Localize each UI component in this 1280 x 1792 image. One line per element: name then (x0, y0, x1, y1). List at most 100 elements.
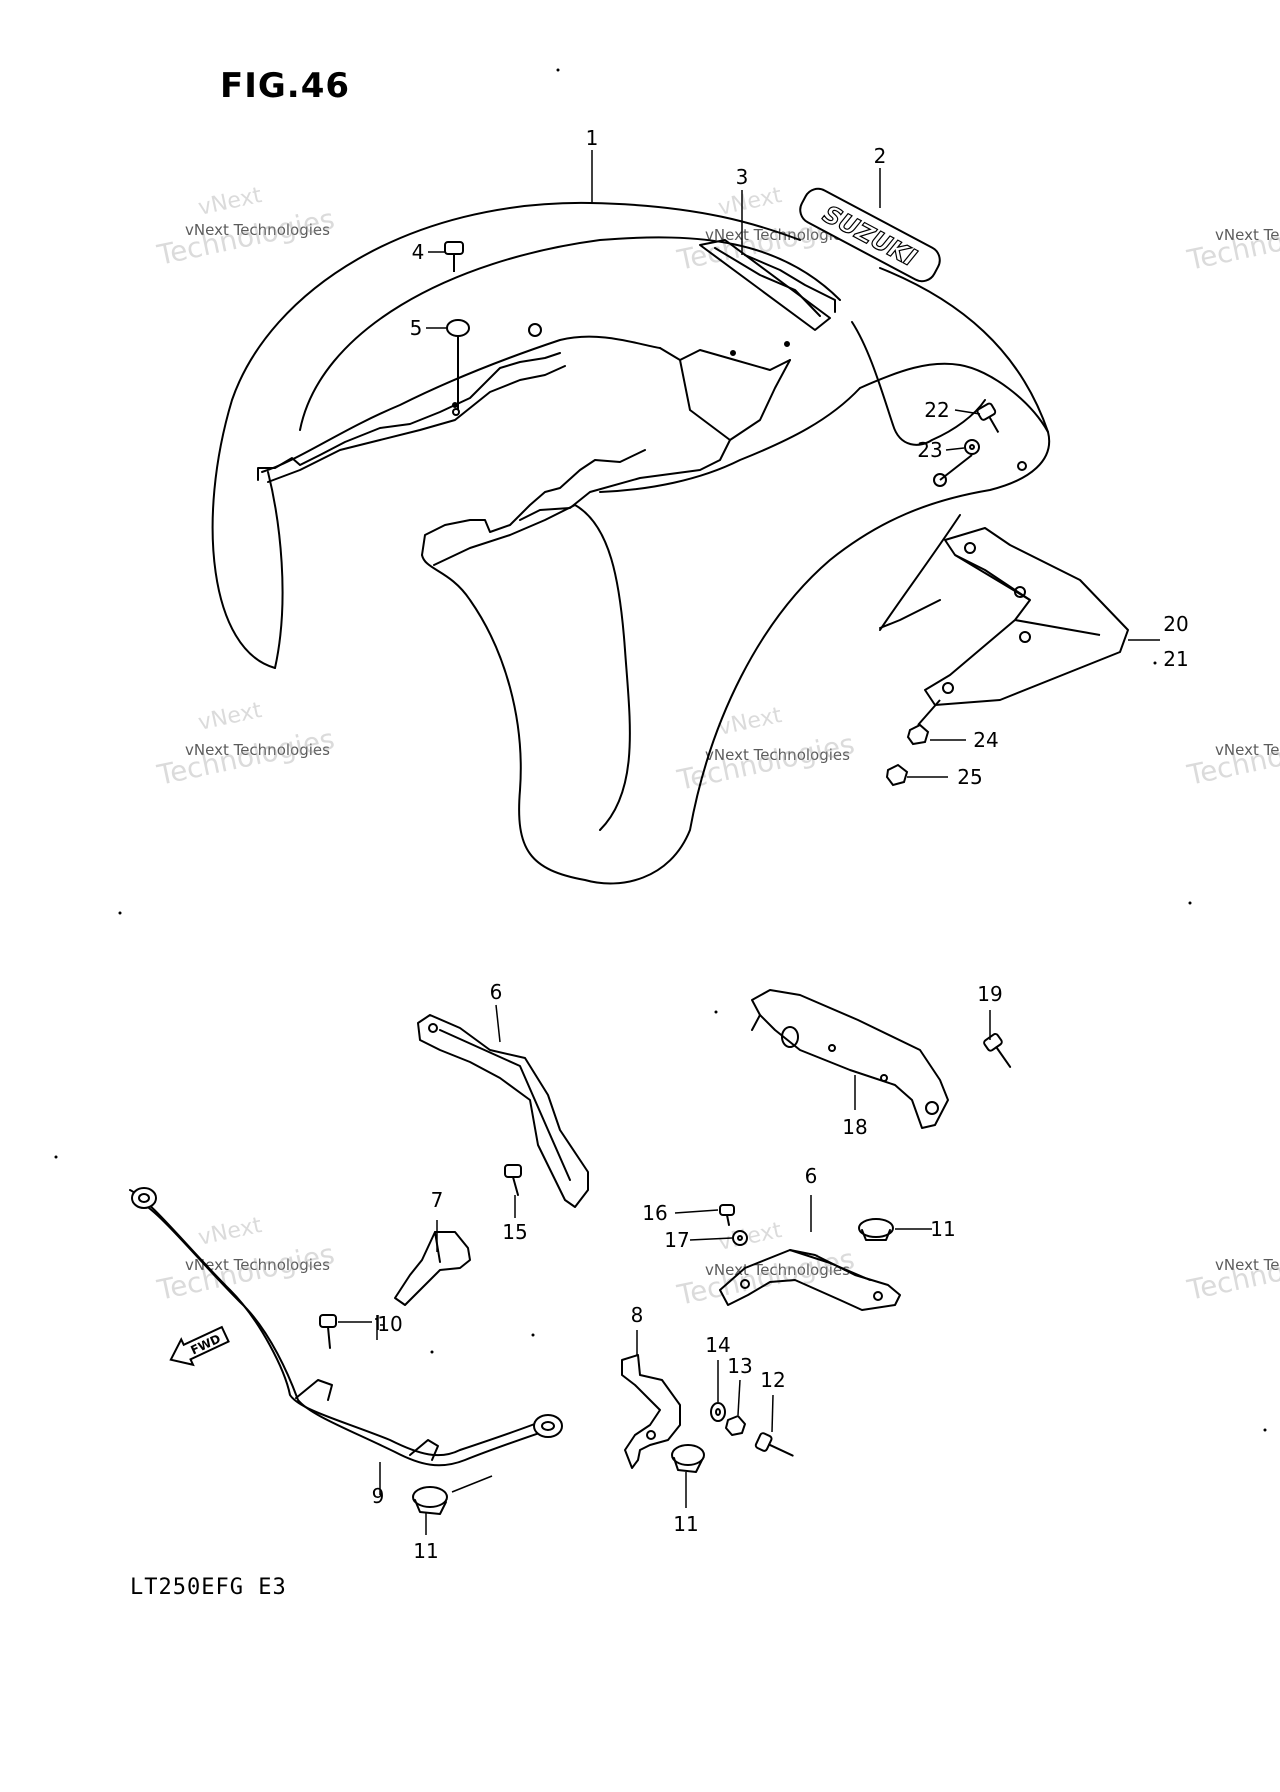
fender-center-line (574, 504, 631, 831)
callout-13: 13 (727, 1354, 752, 1378)
fender-shadow (879, 599, 941, 629)
callout-19: 19 (977, 982, 1002, 1006)
fender-left-skirt (267, 471, 284, 669)
callout-6: 6 (805, 1164, 818, 1188)
leader-line (771, 1394, 774, 1433)
leader-lines (338, 150, 1160, 1535)
carrier-part-18 (751, 989, 949, 1129)
lower-parts (129, 989, 1012, 1515)
callout-4: 4 (412, 240, 425, 264)
carrier-hole (828, 1044, 836, 1052)
watermark: vNext vNext Technologies Technologies (674, 1218, 858, 1312)
fender-outer-edge (421, 267, 1051, 885)
rear-fender (211, 201, 1051, 885)
bolt-part-12 (754, 1432, 794, 1457)
screw-part-4 (444, 241, 464, 272)
fender-left-lip (267, 365, 566, 483)
fender-right-lip (421, 449, 646, 556)
watermark-text: vNext (196, 1213, 264, 1251)
nut-part-24 (906, 699, 941, 746)
rod-part-9 (139, 1201, 549, 1467)
guard-hole (964, 542, 976, 554)
callout-21: 21 (1163, 647, 1188, 671)
rod-eyelet (533, 1414, 563, 1438)
guard-hole (1019, 631, 1031, 643)
callout-16: 16 (642, 1201, 667, 1225)
fender-inner-edge (851, 321, 986, 446)
watermark-text: vNext Technologies (1215, 226, 1280, 244)
callout-15: 15 (502, 1220, 527, 1244)
fender-inner-edge (299, 236, 841, 431)
watermark-text: Technologies (674, 727, 858, 797)
watermark: vNext vNext Technologies Technologies (154, 183, 338, 272)
callout-17: 17 (664, 1228, 689, 1252)
rod-eyelet (138, 1193, 150, 1203)
bracket-part-6-upper (417, 1014, 589, 1208)
callout-7: 7 (431, 1188, 444, 1212)
guard-hole (1014, 586, 1026, 598)
bolt-part-16 (719, 1204, 735, 1226)
callout-6: 6 (490, 980, 503, 1004)
carrier-hole (781, 1026, 799, 1048)
rod-part-9 (129, 1189, 546, 1457)
bracket-hole (740, 1279, 750, 1289)
bracket-hole (873, 1291, 883, 1301)
scan-specks (54, 68, 1267, 1432)
badge-recess-line (744, 254, 836, 313)
fender-center-well (519, 439, 731, 521)
bracket-hole (646, 1430, 656, 1440)
bracket-part-6-slot (439, 1029, 571, 1181)
leader-line (737, 1379, 741, 1416)
watermark-text: vNext Technologies (705, 1261, 850, 1279)
figure-title: FIG.46 (220, 66, 351, 106)
bracket-hole (428, 1023, 438, 1033)
callouts: 1 2 3 4 5 22 23 20 21 24 25 6 19 18 7 15… (372, 126, 1189, 1563)
rod-tab (409, 1439, 439, 1461)
fender-hole (452, 402, 458, 408)
rod-eyelet (131, 1187, 157, 1209)
fender-shadow (879, 514, 961, 631)
fwd-arrow: FWD (169, 1325, 230, 1367)
rod-eyelet (541, 1421, 555, 1431)
watermark-text: vNext (196, 183, 264, 221)
watermark-text: Technologies (1184, 207, 1280, 277)
carrier-part-18-leg (751, 1014, 761, 1031)
fender-hole (528, 323, 542, 337)
watermark: vNext Technologies Technologies (1184, 722, 1280, 792)
fender-hole (933, 473, 947, 487)
side-panel-guard (924, 527, 1129, 706)
watermark: vNext vNext Technologies Technologies (154, 698, 338, 792)
watermark-text: vNext Technologies (1215, 741, 1280, 759)
plug-part-11 (858, 1218, 894, 1241)
badge-outline (799, 187, 941, 283)
bracket-part-8 (621, 1354, 681, 1469)
callout-2: 2 (874, 144, 887, 168)
watermark-text: Technologies (1184, 722, 1280, 792)
washer-part-14 (710, 1402, 726, 1422)
watermark-text: vNext Technologies (185, 741, 330, 759)
fender-center-well (679, 349, 791, 371)
washer-part-23 (939, 439, 980, 481)
watermark-text: Technologies (1184, 1237, 1280, 1307)
callout-23: 23 (917, 438, 942, 462)
plug-part-11 (412, 1486, 448, 1515)
bolt-part-19 (983, 1033, 1012, 1068)
watermark-text: vNext Technologies (705, 746, 850, 764)
rod-tab (295, 1379, 333, 1401)
grommet-part-5 (446, 319, 470, 416)
fender-center-well (659, 347, 791, 441)
bolt-part-22 (976, 402, 1000, 433)
callout-18: 18 (842, 1115, 867, 1139)
watermark: vNext Technologies Technologies (1184, 207, 1280, 277)
bolt-part-15 (504, 1164, 522, 1196)
watermark-text: vNext Technologies (185, 221, 330, 239)
watermark-text: vNext (716, 1218, 784, 1256)
watermark-text: vNext Technologies (1215, 1256, 1280, 1274)
callout-5: 5 (410, 316, 423, 340)
guard-inner-line (954, 554, 1031, 601)
callout-24: 24 (973, 728, 998, 752)
watermark: vNext vNext Technologies Technologies (154, 1213, 338, 1307)
callout-11: 11 (673, 1512, 698, 1536)
leader-line (674, 1209, 719, 1214)
